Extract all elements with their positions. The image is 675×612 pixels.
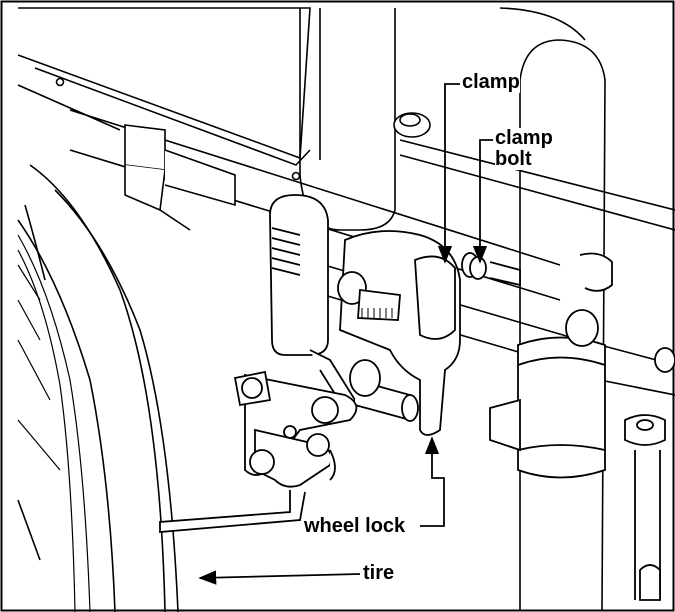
leader-lines (198, 83, 493, 585)
lock-linkage (159, 370, 358, 533)
lock-axle (349, 359, 419, 422)
frame-knob (393, 112, 431, 138)
clamp-teeth (361, 308, 393, 318)
clamp-bolt (461, 252, 521, 287)
clamp-label: clamp (462, 71, 520, 93)
post-collar (489, 252, 613, 479)
wheel-tire (17, 164, 179, 612)
frame-tube-upper (299, 8, 396, 231)
brake-handle (269, 194, 357, 412)
clamp-bolt-label: clamp bolt (495, 127, 553, 170)
tire-label: tire (363, 562, 395, 584)
clamp-body (337, 230, 461, 436)
footrest-hardware (624, 347, 675, 601)
clamp-bolt-leader (472, 139, 493, 264)
wheel-lock-leader (420, 436, 445, 527)
seat-bracket (124, 124, 236, 212)
backrest-panel (17, 7, 311, 181)
wheel-lock-label: wheel lock (304, 515, 406, 537)
clamp-leader (437, 83, 460, 264)
vertical-post (499, 7, 606, 611)
tire-leader (198, 570, 361, 585)
wheel-rim (17, 234, 91, 612)
